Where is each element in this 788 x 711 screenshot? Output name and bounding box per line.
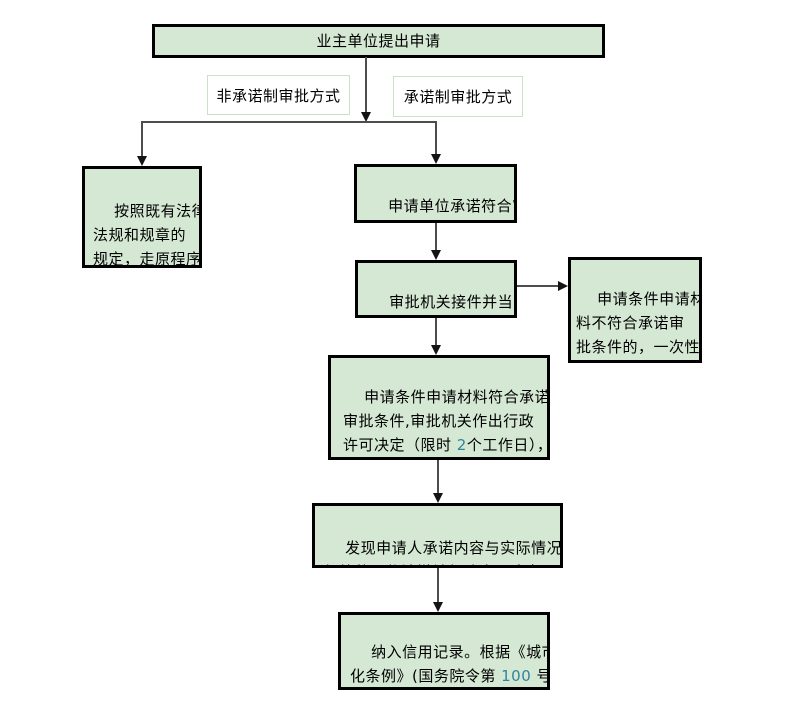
edge-branch-to-non-commitment-arrowhead-icon (137, 156, 147, 166)
node-credit-record-text-before: 纳入信用记录。根据《城市绿 化条例》(国务院令第 (350, 643, 547, 685)
edge-submit-to-review-line (435, 223, 437, 250)
edge-revoke-to-credit-arrowhead-icon (433, 602, 443, 612)
edge-submit-to-review-arrowhead-icon (431, 250, 441, 260)
branch-label-non-commitment-text: 非承诺制审批方式 (216, 86, 341, 105)
edge-decision-to-revoke-line (437, 460, 439, 493)
node-qualified-decision-deadline-number: 2 (456, 436, 467, 454)
edge-revoke-to-credit-line (437, 568, 439, 602)
node-commitment-submit-label: 申请单位承诺符合审 批条件并提交材料 (388, 197, 517, 215)
edge-branch-to-non-commitment-line (141, 121, 143, 156)
node-revoke-license-label: 发现申请人承诺内容与实际情况不 相符的，依法撤销行政许可决定。 (324, 539, 563, 565)
node-start-label: 业主单位提出申请 (316, 32, 441, 50)
node-revoke-license: 发现申请人承诺内容与实际情况不 相符的，依法撤销行政许可决定。 (312, 503, 563, 568)
node-not-qualified-notice: 申请条件申请材 料不符合承诺审 批条件的，一次性 告知所需材料 (568, 257, 702, 363)
branch-label-commitment: 承诺制审批方式 (393, 76, 523, 117)
node-qualified-decision-text-after: 个工作日）， 通知申请单位完善有关手续。 (466, 436, 550, 454)
edge-start-to-branch-line (365, 57, 367, 113)
node-accept-review: 审批机关接件并当 场审查作出处理 (355, 260, 517, 318)
edge-branch-to-commitment-arrowhead-icon (431, 154, 441, 164)
edge-review-to-notice-arrowhead-icon (558, 281, 568, 291)
node-qualified-decision: 申请条件申请材料符合承诺 审批条件,审批机关作出行政 许可决定（限时 2个工作日… (328, 355, 550, 460)
edge-review-to-decision-arrowhead-icon (431, 345, 441, 355)
edge-review-to-decision-line (435, 318, 437, 345)
node-credit-record-text-after: 号） 相关规定给予行政处罚。 (350, 667, 547, 687)
edge-review-to-notice-line (517, 285, 558, 287)
branch-label-non-commitment: 非承诺制审批方式 (207, 75, 350, 115)
node-credit-record-penalty: 纳入信用记录。根据《城市绿 化条例》(国务院令第 100 号） 相关规定给予行政… (338, 612, 550, 690)
node-non-commitment-procedure-label: 按照既有法律、 法规和规章的 规定，走原程序 实施行政许可 (93, 202, 202, 268)
node-qualified-decision-text-before: 申请条件申请材料符合承诺 审批条件,审批机关作出行政 许可决定（限时 (343, 388, 550, 454)
node-credit-record-decree-number: 100 (501, 667, 532, 685)
node-start: 业主单位提出申请 (152, 24, 605, 58)
branch-label-commitment-text: 承诺制审批方式 (403, 88, 513, 106)
edge-start-to-branch-arrowhead-icon (361, 112, 371, 122)
node-commitment-submit: 申请单位承诺符合审 批条件并提交材料 (354, 164, 517, 223)
node-non-commitment-procedure: 按照既有法律、 法规和规章的 规定，走原程序 实施行政许可 (82, 166, 202, 268)
edge-decision-to-revoke-arrowhead-icon (433, 493, 443, 503)
edge-branch-to-commitment-line (435, 121, 437, 154)
node-accept-review-label: 审批机关接件并当 场审查作出处理 (389, 293, 514, 311)
edge-branch-horizontal-line (141, 121, 437, 123)
node-not-qualified-notice-label: 申请条件申请材 料不符合承诺审 批条件的，一次性 告知所需材料 (576, 290, 702, 356)
